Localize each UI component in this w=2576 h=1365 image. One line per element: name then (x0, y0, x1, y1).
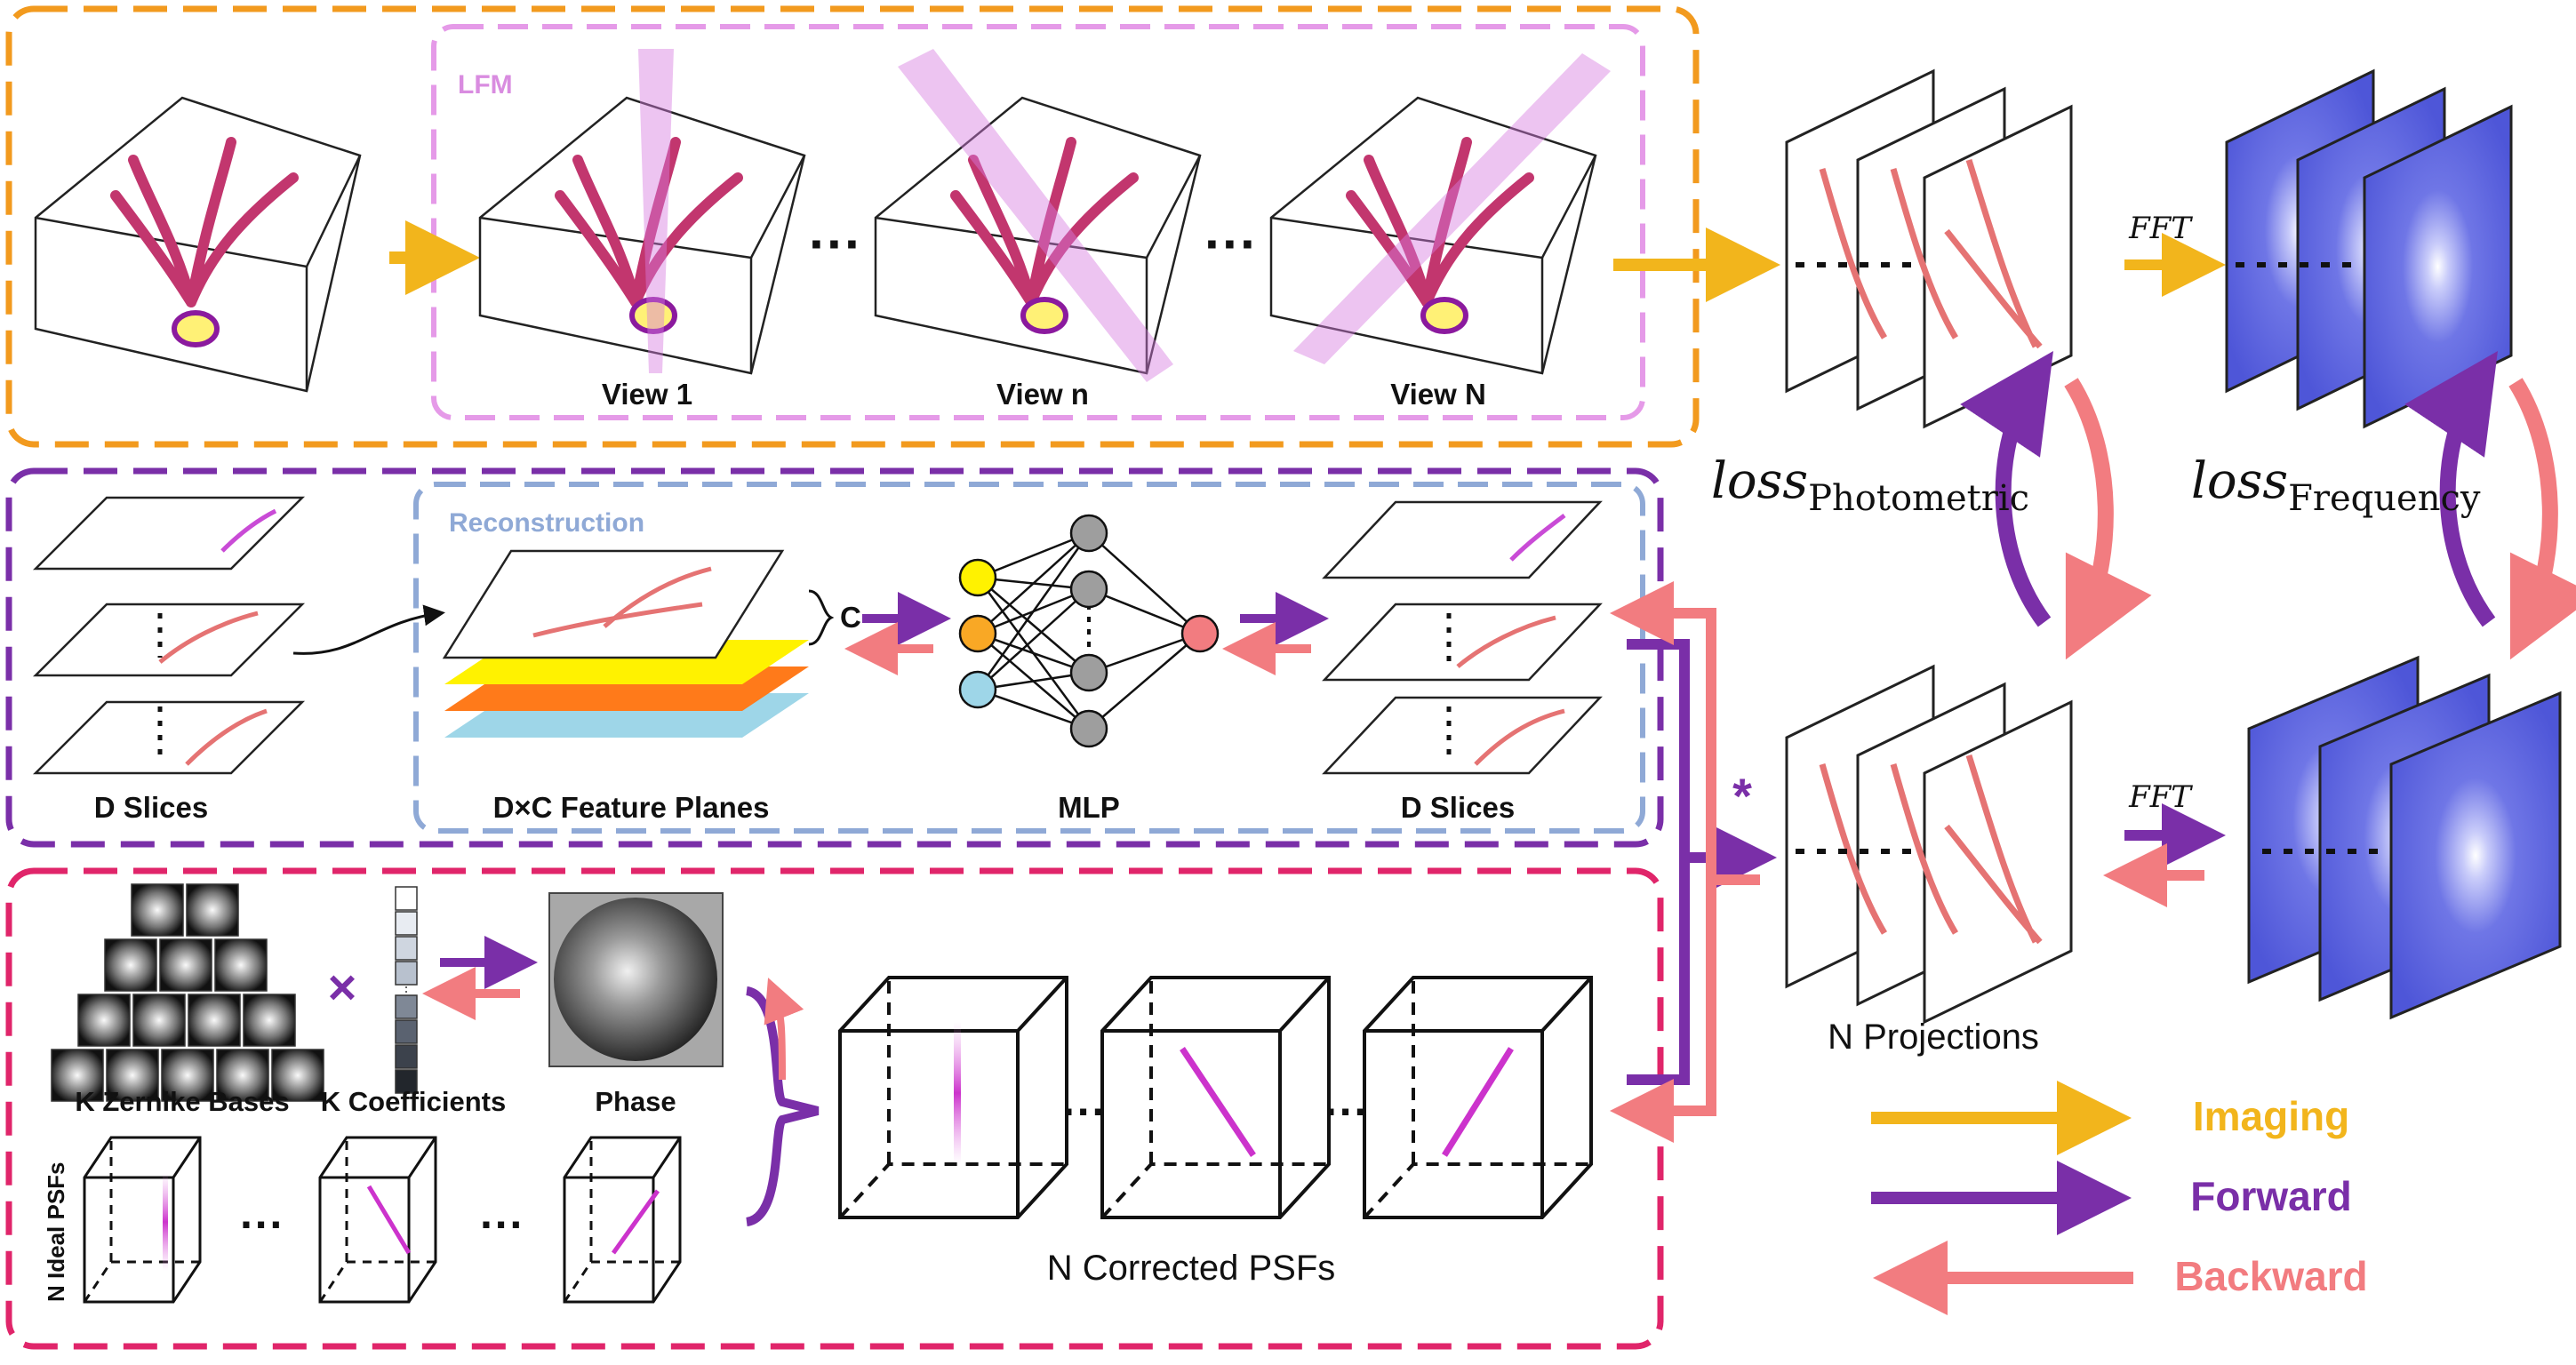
bottom-spectrum-stack (2247, 655, 2562, 1020)
mlp-input-node-1 (958, 558, 997, 597)
convolution-symbol: * (1732, 768, 1752, 824)
output-d-slices (1322, 500, 1603, 775)
view-N-label: View N (1390, 378, 1486, 411)
slice-to-feature-arrow (292, 604, 445, 655)
view-n-label: View n (996, 378, 1089, 411)
loss-frequency-sub: Frequency (2288, 478, 2481, 519)
corrected-psf-ellipsis-2: ··· (1324, 1087, 1369, 1137)
legend-item-imaging: Imaging (1871, 1081, 2349, 1155)
phase-map (548, 892, 724, 1067)
multiply-symbol: × (328, 959, 357, 1015)
mlp-hidden-node-3 (1069, 653, 1108, 692)
n-ideal-psfs-label: N Ideal PSFs (43, 1162, 69, 1303)
legend-item-backward: Backward (1873, 1241, 2368, 1315)
fft-bottom-label: FFT (2128, 779, 2193, 815)
view-n-volume (874, 49, 1202, 382)
legend-backward-label: Backward (2174, 1253, 2367, 1299)
d-slices-label: D Slices (94, 791, 208, 824)
reconstruction-section-box (5, 467, 1664, 848)
zernike-bases-pyramid (51, 883, 324, 1102)
loss-frequency-main: loss (2191, 452, 2288, 510)
top-projections-stack (1785, 68, 2073, 429)
fft-top-label: FFT (2128, 211, 2193, 246)
feature-planes-label: D×C Feature Planes (493, 791, 770, 824)
mlp-network (958, 514, 1220, 748)
corrected-psf-cubes (838, 976, 1593, 1219)
mlp-label: MLP (1058, 791, 1120, 824)
mlp-hidden-node-2 (1069, 570, 1108, 609)
legend-imaging-label: Imaging (2193, 1093, 2349, 1139)
view-1-volume (478, 49, 806, 375)
lfm-label: LFM (458, 70, 513, 100)
input-volume (34, 96, 362, 393)
ideal-psf-ellipsis-2: ··· (480, 1200, 524, 1249)
phase-label: Phase (595, 1086, 676, 1117)
mlp-hidden-node-4 (1069, 709, 1108, 748)
merge-forward-lines (1627, 639, 1777, 1085)
top-spectrum-stack (2225, 68, 2513, 429)
loss-photometric-label: lossPhotometric (1711, 452, 2029, 519)
reconstruction-box (413, 482, 1645, 834)
view-ellipsis-2: ··· (1204, 214, 1258, 274)
view-ellipsis-1: ··· (809, 214, 862, 274)
n-projections-label: N Projections (1828, 1018, 2039, 1057)
merge-backward-lines (1610, 581, 1760, 1143)
loss-photometric-arrows (1960, 351, 2152, 660)
n-corrected-psfs-label: N Corrected PSFs (1047, 1249, 1336, 1288)
imaging-section-box (5, 5, 1700, 448)
legend-forward-label: Forward (2190, 1173, 2351, 1219)
legend: Imaging Forward Backward (1871, 1081, 2368, 1315)
ideal-psf-cubes (83, 1136, 682, 1304)
loss-frequency-label: lossFrequency (2191, 452, 2481, 519)
zernike-label: K Zernike Bases (75, 1086, 289, 1117)
coefficients-label: K Coefficients (321, 1086, 506, 1117)
ideal-psf-ellipsis-1: ··· (240, 1200, 284, 1249)
legend-item-forward: Forward (1871, 1161, 2352, 1235)
mlp-input-node-3 (958, 670, 997, 709)
mlp-input-node-2 (958, 614, 997, 653)
view-N-volume (1269, 53, 1611, 375)
mlp-output-node (1180, 614, 1220, 653)
mlp-edges (976, 531, 1201, 730)
loss-frequency-arrows (2404, 351, 2576, 660)
c-brace (808, 589, 835, 646)
psf-backward-hook (764, 978, 804, 1081)
reconstruction-label: Reconstruction (449, 508, 644, 538)
c-label: C (840, 601, 861, 634)
loss-photometric-main: loss (1711, 452, 1808, 510)
mlp-hidden-node-1 (1069, 514, 1108, 553)
loss-photometric-sub: Photometric (1808, 478, 2029, 519)
corrected-psf-ellipsis-1: ··· (1062, 1087, 1107, 1137)
coefficients-vector (395, 886, 418, 1094)
bottom-projections-stack (1785, 664, 2073, 1025)
feature-planes (442, 549, 809, 738)
d-slices-out-label: D Slices (1401, 791, 1515, 824)
input-d-slices (32, 496, 306, 775)
view-1-label: View 1 (602, 378, 692, 411)
